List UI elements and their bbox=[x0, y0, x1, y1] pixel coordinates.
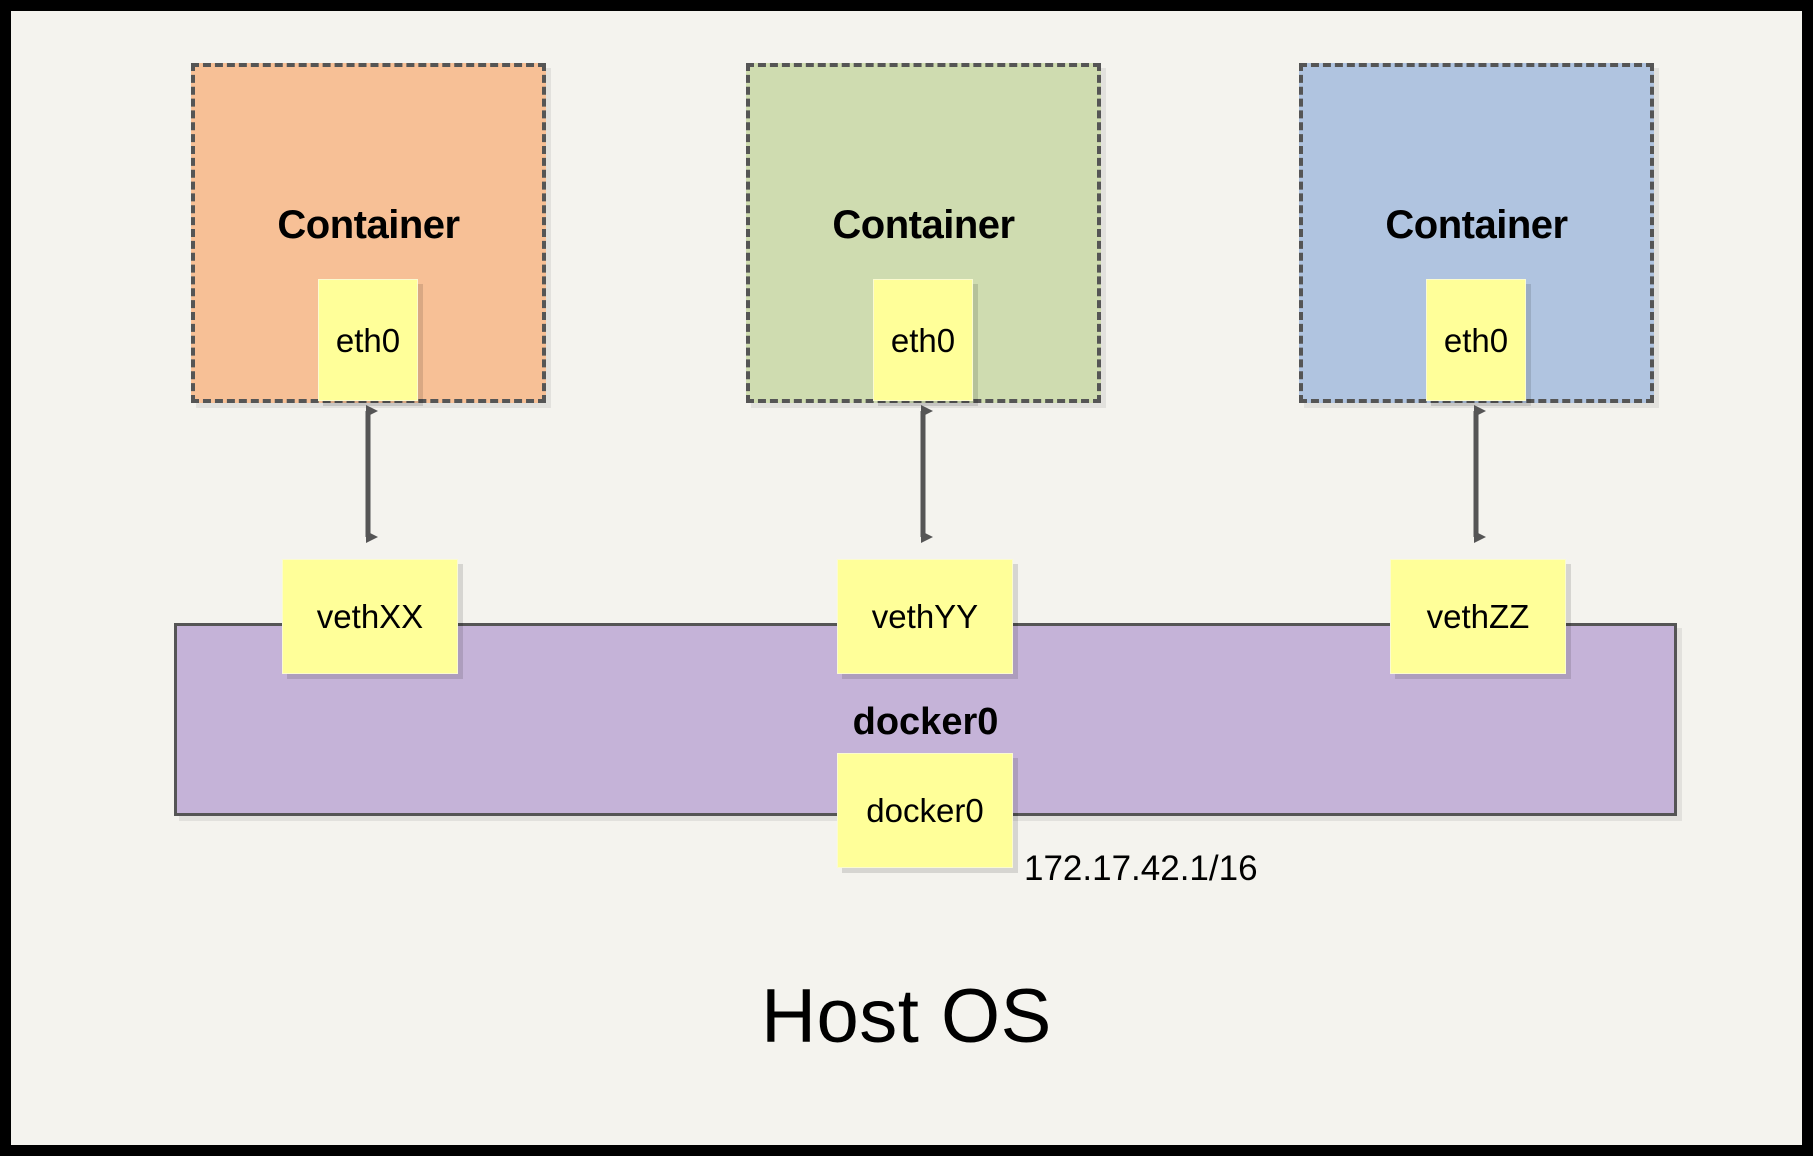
docker0-ip-label: 172.17.42.1/16 bbox=[1024, 849, 1258, 888]
container-title-3: Container bbox=[1385, 203, 1568, 247]
host-os-title: Host OS bbox=[761, 974, 1052, 1059]
docker0-bridge-label: docker0 bbox=[852, 701, 999, 743]
veth-link-arrow-2 bbox=[920, 405, 933, 543]
container-box-3 bbox=[1299, 63, 1654, 403]
docker0-interface-chip: docker0 bbox=[837, 753, 1013, 868]
container-eth0-chip-1: eth0 bbox=[318, 279, 418, 401]
veth-link-arrow-1 bbox=[365, 405, 378, 543]
container-title-2: Container bbox=[832, 203, 1015, 247]
veth-link-arrow-3 bbox=[1473, 405, 1486, 543]
diagram-canvas: Container eth0 Container eth0 Container … bbox=[11, 11, 1802, 1145]
veth-chip-1: vethXX bbox=[282, 559, 458, 674]
veth-chip-3: vethZZ bbox=[1390, 559, 1566, 674]
container-eth0-chip-2: eth0 bbox=[873, 279, 973, 401]
veth-chip-2: vethYY bbox=[837, 559, 1013, 674]
container-title-1: Container bbox=[277, 203, 460, 247]
container-eth0-chip-3: eth0 bbox=[1426, 279, 1526, 401]
